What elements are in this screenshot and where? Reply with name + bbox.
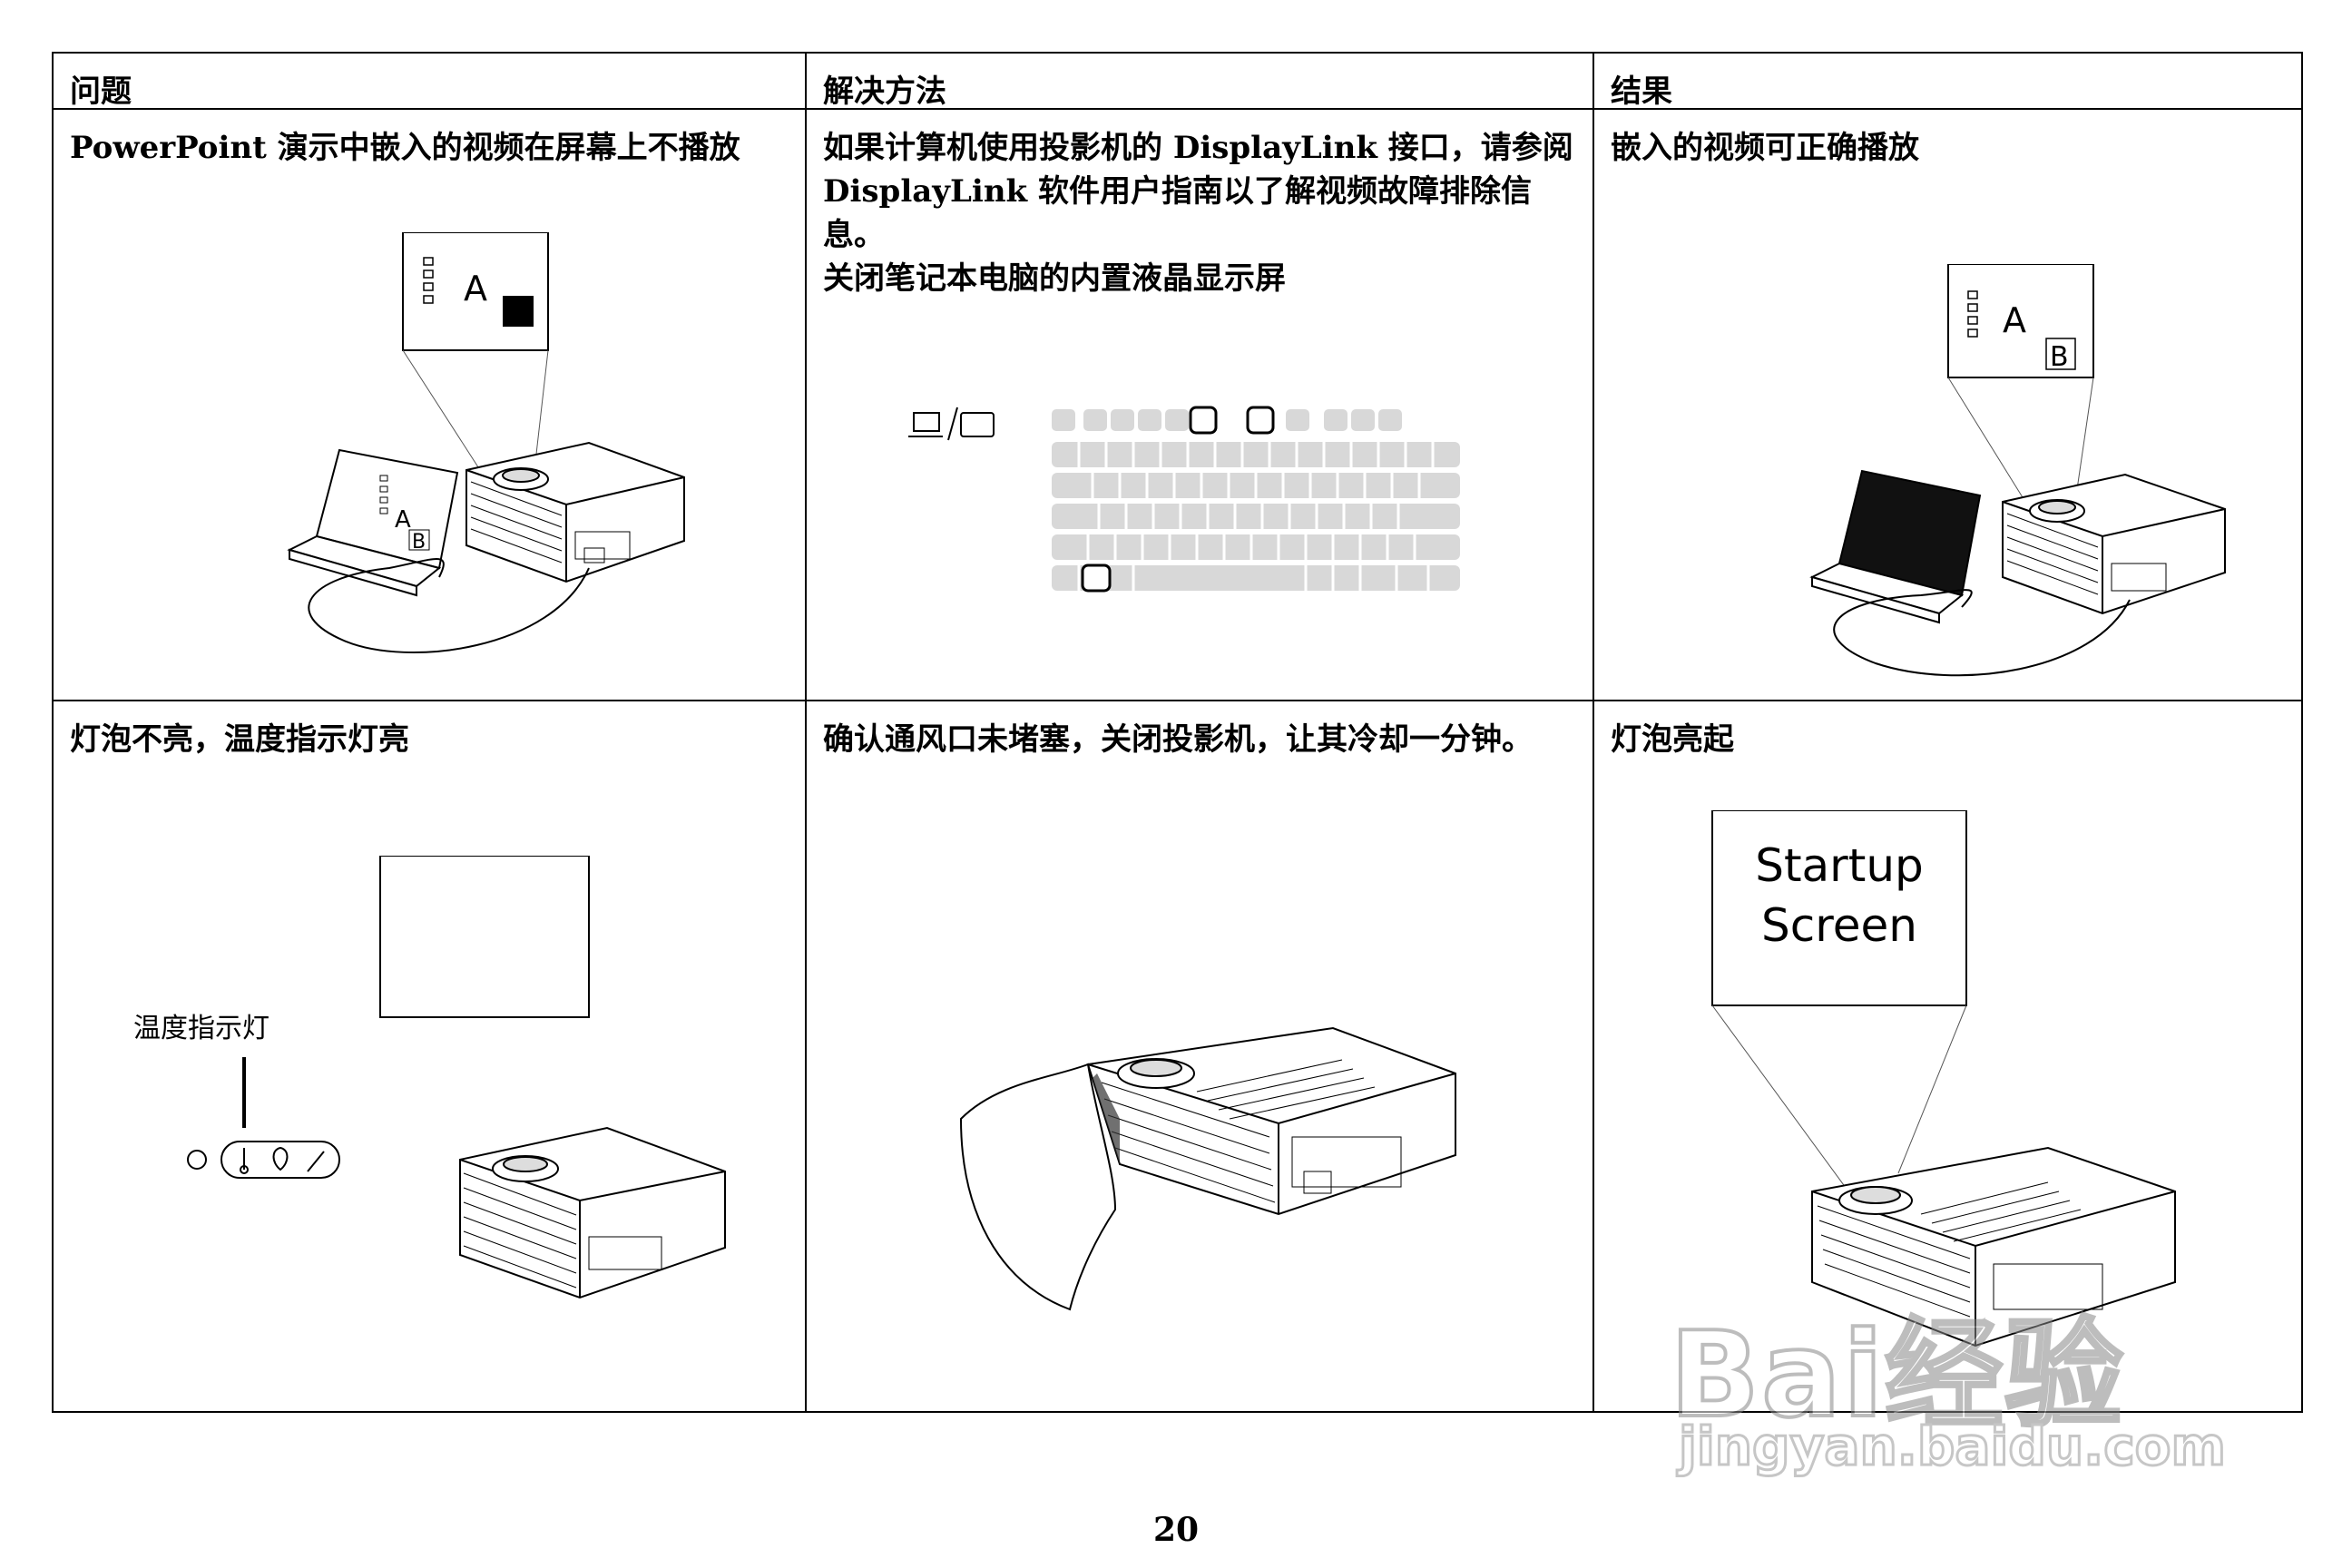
startup-screen-illustration: Startup Screen xyxy=(1711,810,2176,1348)
startup-screen-box xyxy=(1711,810,1967,1006)
solution-cell: 确认通风口未堵塞，关闭投影机，让其冷却一分钟。 xyxy=(805,700,1594,1413)
problem-text: PowerPoint 演示中嵌入的视频在屏幕上不播放 xyxy=(70,130,740,166)
fn-key-highlight xyxy=(1189,406,1218,435)
watermark: Bai经验 jingyan.baidu.com xyxy=(1668,1279,2232,1479)
problem-cell: PowerPoint 演示中嵌入的视频在屏幕上不播放 A xyxy=(52,108,807,701)
header-result: 结果 xyxy=(1592,52,2303,110)
header-solution: 解决方法 xyxy=(805,52,1594,110)
laptop-letter-b: B xyxy=(412,531,426,554)
lamp-icon xyxy=(272,1146,289,1171)
display-key-highlight xyxy=(1246,406,1275,435)
result-letter-b: B xyxy=(2050,341,2069,373)
power-icon xyxy=(187,1150,207,1170)
screen-letter-a: A xyxy=(464,269,487,309)
result-text: 灯泡亮起 xyxy=(1611,721,1734,758)
solution-text: 如果计算机使用投影机的 DisplayLink 接口，请参阅 DisplayLi… xyxy=(823,130,1573,297)
solution-cell: 如果计算机使用投影机的 DisplayLink 接口，请参阅 DisplayLi… xyxy=(805,108,1594,701)
wrench-icon xyxy=(307,1151,325,1172)
result-letter-a: A xyxy=(2003,300,2026,340)
temp-indicator-label: 温度指示灯 xyxy=(133,1013,270,1044)
startup-text-line2: Screen xyxy=(1761,899,1917,952)
laptop-projector-illustration: A xyxy=(287,232,685,653)
paper-sheet xyxy=(959,1063,1117,1311)
temp-indicator-illustration: 温度指示灯 xyxy=(133,856,726,1299)
watermark-brand: Bai经验 xyxy=(1668,1304,2125,1446)
table-row: 灯泡不亮，温度指示灯亮 温度指示灯 xyxy=(52,700,2303,1413)
laptop-letter-a: A xyxy=(395,506,411,534)
projector-vent-illustration xyxy=(959,1026,1456,1311)
fn-bottom-key-highlight xyxy=(1081,564,1112,593)
header-row: 问题 解决方法 结果 xyxy=(52,52,2303,110)
page-number: 20 xyxy=(1152,1511,1200,1549)
result-text: 嵌入的视频可正确播放 xyxy=(1611,130,1919,166)
problem-text: 灯泡不亮，温度指示灯亮 xyxy=(70,721,409,758)
problem-cell: 灯泡不亮，温度指示灯亮 温度指示灯 xyxy=(52,700,807,1413)
startup-text-line1: Startup xyxy=(1755,839,1924,892)
troubleshooting-table: 问题 解决方法 结果 PowerPoint 演示中嵌入的视频在屏幕上不播放 A xyxy=(52,52,2303,1413)
result-cell: 灯泡亮起 Startup Screen xyxy=(1592,700,2303,1413)
keyboard-illustration xyxy=(908,406,1460,593)
solution-text: 确认通风口未堵塞，关闭投影机，让其冷却一分钟。 xyxy=(823,721,1533,758)
table-row: PowerPoint 演示中嵌入的视频在屏幕上不播放 A xyxy=(52,108,2303,701)
display-toggle-icon xyxy=(908,407,995,441)
result-cell: 嵌入的视频可正确播放 A B xyxy=(1592,108,2303,701)
laptop-projector-dark-illustration: A B xyxy=(1809,264,2226,677)
watermark-url: jingyan.baidu.com xyxy=(1678,1415,2228,1479)
header-problem: 问题 xyxy=(52,52,807,110)
